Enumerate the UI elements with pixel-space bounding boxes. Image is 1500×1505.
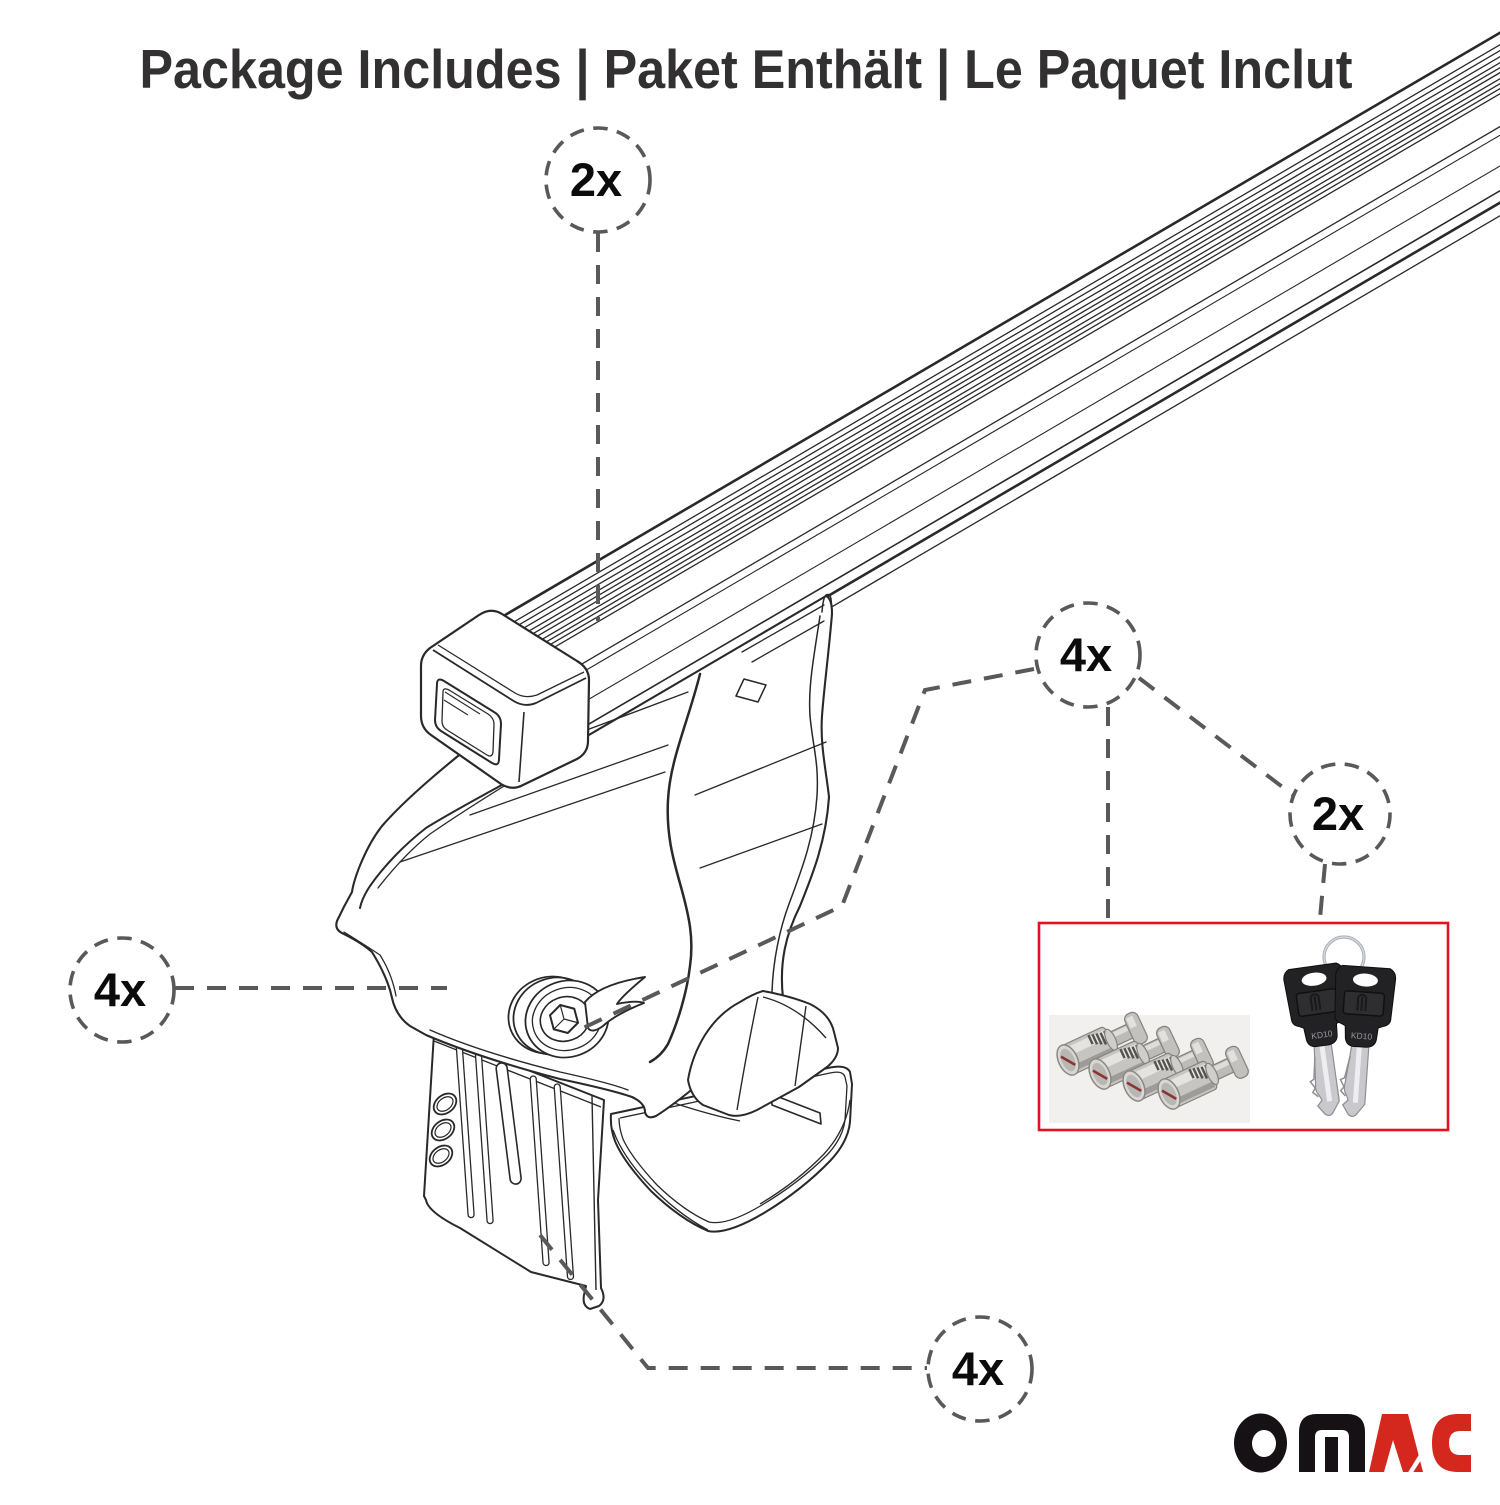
svg-text:4x: 4x: [952, 1342, 1004, 1395]
svg-text:KD10: KD10: [1311, 1028, 1334, 1041]
svg-text:2x: 2x: [570, 153, 622, 206]
svg-text:Package Includes | Paket Enthä: Package Includes | Paket Enthält | Le Pa…: [140, 38, 1353, 101]
svg-text:4x: 4x: [94, 963, 146, 1016]
svg-text:4x: 4x: [1060, 628, 1112, 681]
svg-text:2x: 2x: [1312, 787, 1364, 840]
svg-text:KD10: KD10: [1351, 1030, 1373, 1041]
